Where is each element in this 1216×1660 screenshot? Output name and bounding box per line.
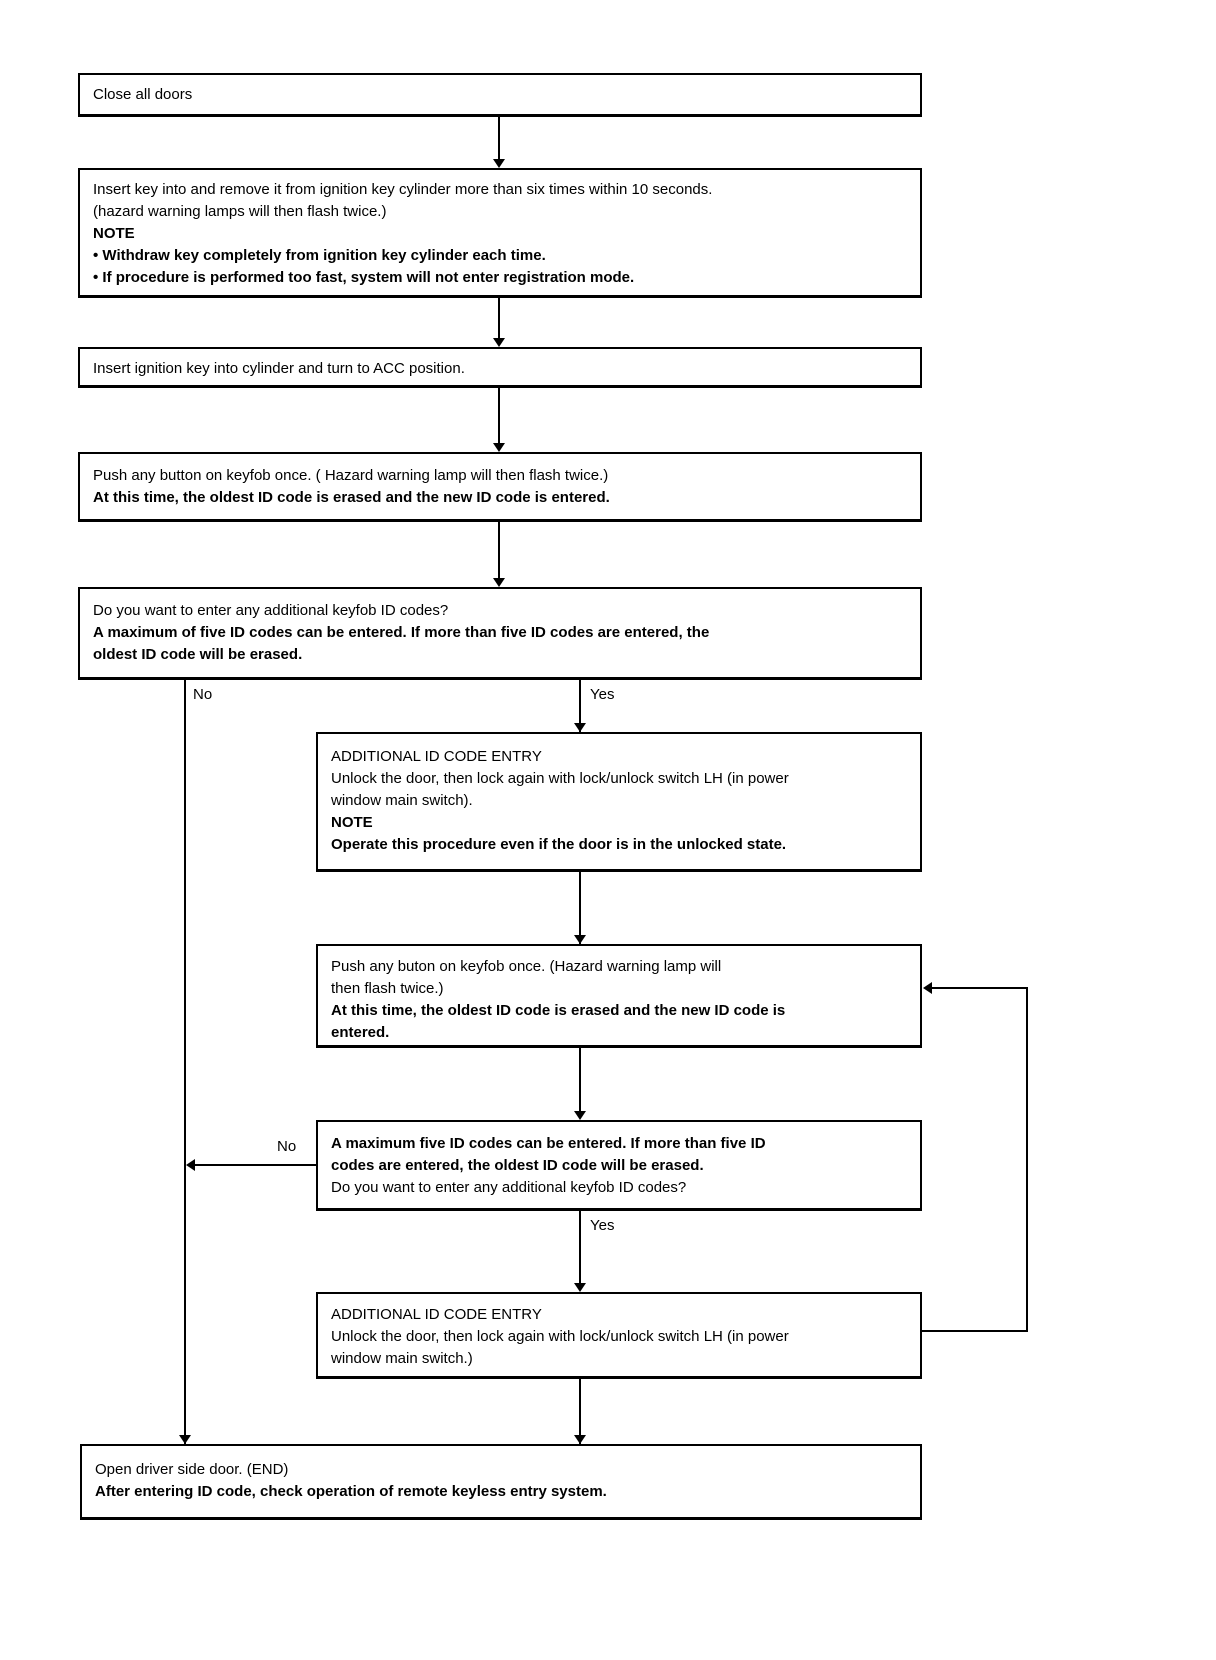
text-line: NOTE <box>331 814 373 831</box>
arrowhead-down <box>574 1283 586 1292</box>
text-line: window main switch.) <box>331 1350 473 1367</box>
text-line: At this time, the oldest ID code is eras… <box>331 1002 786 1019</box>
flowchart-box-decision-first: Do you want to enter any additional keyf… <box>78 587 922 680</box>
text-line: After entering ID code, check operation … <box>95 1483 607 1500</box>
connector-box4-box5 <box>498 522 500 579</box>
connector-yes-branch-1 <box>579 680 581 732</box>
text-line: Do you want to enter any additional keyf… <box>331 1179 687 1196</box>
text-line: Insert ignition key into cylinder and tu… <box>93 360 465 377</box>
connector-no-branch <box>184 680 186 1444</box>
arrowhead-down <box>493 578 505 587</box>
connector-no-branch-2 <box>195 1164 316 1166</box>
arrowhead-down <box>574 1435 586 1444</box>
connector-feedback-top <box>932 987 1028 989</box>
text-line: NOTE <box>93 225 135 242</box>
connector-box2-box3 <box>498 298 500 339</box>
flowchart-box-insert-remove-key: Insert key into and remove it from ignit… <box>78 168 922 298</box>
text-line: • If procedure is performed too fast, sy… <box>93 269 635 286</box>
text-line: window main switch). <box>331 792 473 809</box>
flowchart-box-turn-acc: Insert ignition key into cylinder and tu… <box>78 347 922 388</box>
text-line: Open driver side door. (END) <box>95 1461 289 1478</box>
text-line: oldest ID code will be erased. <box>93 646 303 663</box>
text-line: ADDITIONAL ID CODE ENTRY <box>331 1306 542 1323</box>
connector-feedback-vertical <box>1026 987 1028 1332</box>
flowchart-box-decision-loop: A maximum five ID codes can be entered. … <box>316 1120 922 1211</box>
flowchart-box-close-doors: Close all doors <box>78 73 922 117</box>
text-line: A maximum of five ID codes can be entere… <box>93 624 710 641</box>
branch-label-yes-1: Yes <box>590 686 615 703</box>
arrowhead-down <box>493 338 505 347</box>
text-line: Insert key into and remove it from ignit… <box>93 181 713 198</box>
text-line: codes are entered, the oldest ID code wi… <box>331 1157 704 1174</box>
arrowhead-left <box>186 1159 195 1171</box>
flowchart-box-additional-entry-1: ADDITIONAL ID CODE ENTRY Unlock the door… <box>316 732 922 872</box>
arrowhead-down <box>574 723 586 732</box>
flowchart-box-push-keyfob-first: Push any button on keyfob once. ( Hazard… <box>78 452 922 522</box>
connector-box3-box4 <box>498 388 500 444</box>
text-line: Do you want to enter any additional keyf… <box>93 602 449 619</box>
text-line: ADDITIONAL ID CODE ENTRY <box>331 748 542 765</box>
connector-feedback-bottom <box>922 1330 1028 1332</box>
text-line: Close all doors <box>93 86 193 103</box>
connector-box9-end <box>579 1379 581 1444</box>
text-line: A maximum five ID codes can be entered. … <box>331 1135 766 1152</box>
text-line: Unlock the door, then lock again with lo… <box>331 770 789 787</box>
flowchart-box-additional-entry-2: ADDITIONAL ID CODE ENTRY Unlock the door… <box>316 1292 922 1379</box>
arrowhead-down <box>179 1435 191 1444</box>
text-line: • Withdraw key completely from ignition … <box>93 247 546 264</box>
flowchart-box-end: Open driver side door. (END) After enter… <box>80 1444 922 1520</box>
arrowhead-down <box>574 935 586 944</box>
connector-box6-box7 <box>579 872 581 944</box>
text-line: (hazard warning lamps will then flash tw… <box>93 203 387 220</box>
arrowhead-left <box>923 982 932 994</box>
branch-label-yes-2: Yes <box>590 1217 615 1234</box>
branch-label-no-2: No <box>277 1138 297 1155</box>
arrowhead-down <box>574 1111 586 1120</box>
connector-yes-branch-2 <box>579 1211 581 1283</box>
connector-box1-box2 <box>498 117 500 160</box>
text-line: Push any button on keyfob once. ( Hazard… <box>93 467 609 484</box>
text-line: then flash twice.) <box>331 980 444 997</box>
text-line: entered. <box>331 1024 390 1041</box>
flowchart-box-push-keyfob-loop: Push any buton on keyfob once. (Hazard w… <box>316 944 922 1048</box>
text-line: Operate this procedure even if the door … <box>331 836 787 853</box>
text-line: Push any buton on keyfob once. (Hazard w… <box>331 958 722 975</box>
arrowhead-down <box>493 443 505 452</box>
connector-box7-box8 <box>579 1048 581 1111</box>
branch-label-no-1: No <box>193 686 213 703</box>
text-line: At this time, the oldest ID code is eras… <box>93 489 610 506</box>
arrowhead-down <box>493 159 505 168</box>
text-line: Unlock the door, then lock again with lo… <box>331 1328 789 1345</box>
